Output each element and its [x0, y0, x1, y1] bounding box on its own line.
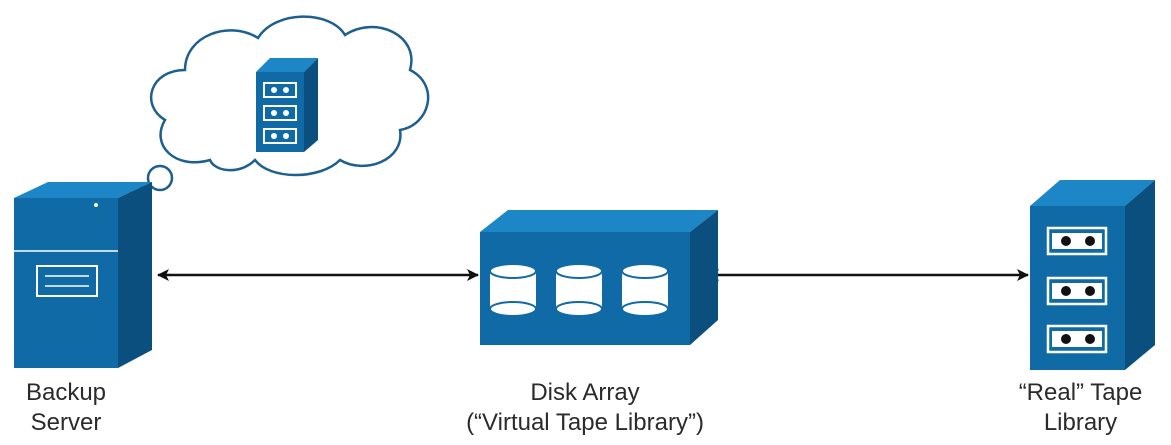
tape-library-label-line1: “Real” Tape [1018, 379, 1143, 406]
tape-library-label: “Real” Tape Library [990, 378, 1171, 438]
tape-library-icon [1030, 180, 1155, 370]
backup-server-label-line1: Backup [25, 379, 107, 406]
disk-array-label-line2: (“Virtual Tape Library”) [466, 409, 704, 436]
disk-array-icon [480, 210, 718, 345]
backup-server-label-line2: Server [30, 409, 102, 436]
disk-array-label-line1: Disk Array [530, 379, 640, 406]
backup-server-label: Backup Server [0, 378, 132, 438]
cloud-tape-library-icon [256, 58, 318, 152]
disk-array-label: Disk Array (“Virtual Tape Library”) [405, 378, 765, 438]
tape-library-label-line2: Library [1043, 409, 1118, 436]
server-icon [14, 182, 152, 368]
